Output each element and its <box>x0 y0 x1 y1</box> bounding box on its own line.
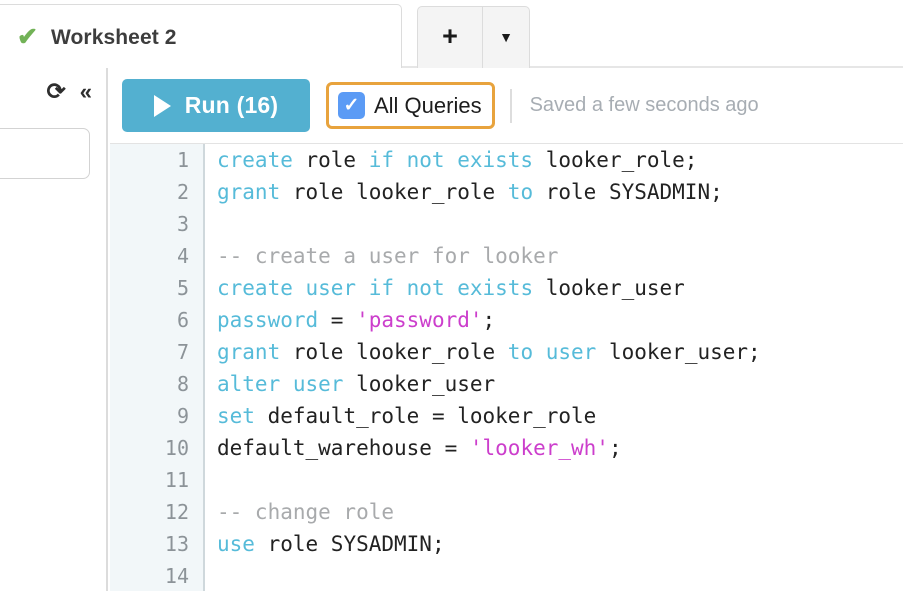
line-number: 9 <box>110 400 205 432</box>
run-button[interactable]: Run (16) <box>122 79 310 132</box>
code-line-text[interactable] <box>205 560 230 591</box>
code-token: looker_role; <box>533 148 698 172</box>
line-number: 7 <box>110 336 205 368</box>
code-line-text[interactable] <box>205 208 230 240</box>
code-token <box>356 276 369 300</box>
code-line[interactable]: 11 <box>110 464 903 496</box>
code-token: role looker_role <box>280 180 508 204</box>
line-number: 3 <box>110 208 205 240</box>
code-line-text[interactable]: -- change role <box>205 496 394 528</box>
all-queries-label: All Queries <box>374 92 482 118</box>
toolbar-divider <box>509 88 512 123</box>
search-input[interactable] <box>0 128 90 179</box>
code-token: alter user <box>217 372 344 396</box>
code-token: default_role = looker_role <box>254 404 597 428</box>
line-number: 13 <box>110 528 205 560</box>
code-line-text[interactable]: create role if not exists looker_role; <box>205 144 697 176</box>
line-number: 14 <box>110 560 205 591</box>
code-token: 'password' <box>356 308 483 332</box>
line-number: 1 <box>110 144 205 176</box>
line-number: 11 <box>110 464 205 496</box>
line-number: 6 <box>110 304 205 336</box>
code-line-text[interactable]: create user if not exists looker_user <box>205 272 685 304</box>
code-token: role SYSADMIN; <box>533 180 723 204</box>
code-token: to user <box>507 340 597 364</box>
line-number: 10 <box>110 432 205 464</box>
code-token: looker_user; <box>596 340 761 364</box>
code-line[interactable]: 14 <box>110 560 903 591</box>
code-token: = <box>318 308 357 332</box>
new-worksheet-button[interactable]: + <box>417 6 483 68</box>
code-line-text[interactable]: alter user looker_user <box>205 368 495 400</box>
code-token: if not exists <box>368 276 534 300</box>
code-token: 'looker_wh' <box>469 436 609 460</box>
code-token: ; <box>482 308 496 332</box>
all-queries-checkbox[interactable]: ✓ All Queries <box>326 82 495 129</box>
code-line[interactable]: 4 -- create a user for looker <box>110 240 903 272</box>
tab-worksheet-2[interactable]: ✔ Worksheet 2 <box>0 4 402 70</box>
checkbox-check-icon[interactable]: ✓ <box>338 92 365 119</box>
tab-label: Worksheet 2 <box>50 25 177 49</box>
code-token: to <box>507 180 534 204</box>
code-line-text[interactable]: default_warehouse = 'looker_wh'; <box>205 432 622 464</box>
code-token: role looker_role <box>280 340 508 364</box>
worksheet-menu-button[interactable]: ▼ <box>483 6 530 68</box>
code-token: create <box>217 148 293 172</box>
run-button-label: Run (16) <box>184 92 279 118</box>
line-number: 12 <box>110 496 205 528</box>
line-number: 5 <box>110 272 205 304</box>
code-token: password <box>217 308 319 332</box>
line-number: 4 <box>110 240 205 272</box>
code-line-text[interactable]: password = 'password'; <box>205 304 495 336</box>
tab-bar: ✔ Worksheet 2 + ▼ <box>0 0 903 70</box>
refresh-icon[interactable]: ⟳ <box>46 78 66 104</box>
code-token: looker_user <box>533 276 685 300</box>
left-rail: ⟳ « <box>0 68 108 591</box>
play-icon <box>153 94 171 117</box>
rail-icon-group: ⟳ « <box>0 80 106 103</box>
code-line-text[interactable]: -- create a user for looker <box>205 240 558 272</box>
check-icon: ✔ <box>17 23 38 51</box>
code-token: role SYSADMIN; <box>254 532 445 556</box>
code-line-text[interactable]: use role SYSADMIN; <box>205 528 445 560</box>
tab-actions: + ▼ <box>417 6 530 68</box>
editor-toolbar: Run (16) ✓ All Queries Saved a few secon… <box>110 68 903 143</box>
code-token: if not exists <box>368 148 534 172</box>
code-line-text[interactable]: set default_role = looker_role <box>205 400 596 432</box>
code-line-text[interactable]: grant role looker_role to role SYSADMIN; <box>205 176 723 208</box>
code-token: grant <box>217 340 281 364</box>
code-line[interactable]: 3 <box>110 208 903 240</box>
code-token: set <box>217 404 255 428</box>
line-number: 8 <box>110 368 205 400</box>
code-token: use <box>217 532 255 556</box>
collapse-left-icon[interactable]: « <box>79 78 92 104</box>
code-token: -- change role <box>217 500 395 524</box>
code-token: looker_user <box>343 372 496 396</box>
code-token: default_warehouse = <box>217 436 470 460</box>
saved-status: Saved a few seconds ago <box>529 94 759 116</box>
code-line[interactable]: 12 -- change role <box>110 496 903 528</box>
code-token: ; <box>608 436 622 460</box>
code-line-text[interactable]: grant role looker_role to user looker_us… <box>205 336 761 368</box>
line-number: 2 <box>110 176 205 208</box>
code-token: -- create a user for looker <box>217 244 559 268</box>
code-line-text[interactable] <box>205 464 230 496</box>
code-token: grant <box>217 180 281 204</box>
code-token: create user <box>217 276 357 300</box>
code-token: role <box>292 148 369 172</box>
